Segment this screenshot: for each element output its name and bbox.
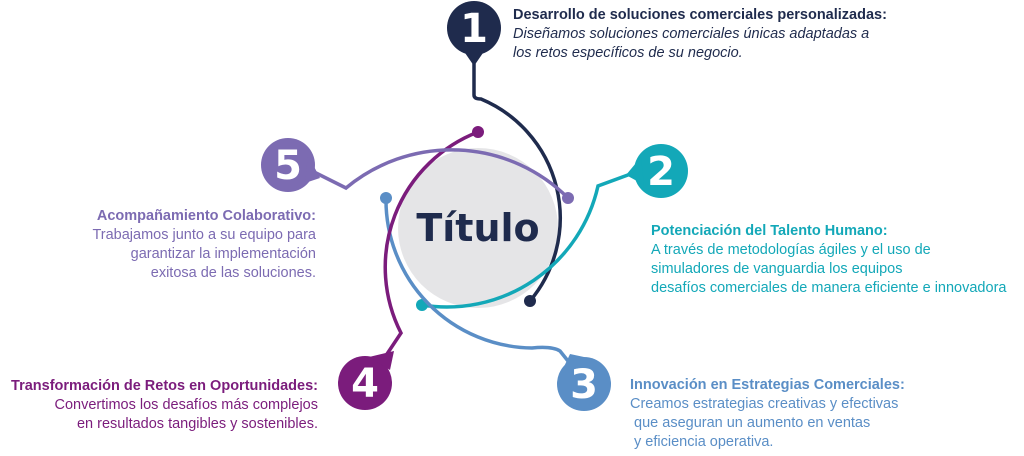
item-2-heading: Potenciación del Talento Humano: [651,223,888,239]
item-2-line-3: desafíos comerciales de manera eficiente… [651,280,1007,296]
marker-3-number: 3 [570,362,598,408]
item-1-line-2: los retos específicos de su negocio. [513,45,743,61]
item-5-heading: Acompañamiento Colaborativo: [96,208,316,224]
marker-2: 2 [626,144,688,198]
item-1-line-1: Diseñamos soluciones comerciales únicas … [513,26,870,42]
marker-1: 1 [447,1,501,66]
item-5-line-1: Trabajamos junto a su equipo para [92,227,316,243]
marker-5: 5 [261,138,320,192]
marker-4-number: 4 [351,361,379,407]
item-3-line-2: que aseguran un aumento en ventas [630,415,871,431]
ring-3-arc [384,196,578,373]
item-5-line-3: exitosa de las soluciones. [150,265,316,281]
item-4-heading: Transformación de Retos en Oportunidades… [11,378,318,394]
marker-1-number: 1 [460,6,488,52]
center-circle [398,148,558,308]
item-3-line-1: Creamos estrategias creativas y efectiva… [630,396,899,412]
marker-5-number: 5 [274,143,302,189]
item-5-line-2: garantizar la implementación [130,246,316,262]
item-3-heading: Innovación en Estrategias Comerciales: [630,377,905,393]
marker-2-number: 2 [647,149,675,195]
item-4-line-1: Convertimos los desafíos más complejos [54,397,318,413]
marker-4: 4 [338,351,394,410]
center-title: Título [416,206,539,250]
ring-5-end-dot [562,192,574,204]
ring-4-end-dot [472,126,484,138]
item-3-line-3: y eficiencia operativa. [630,434,774,450]
marker-3: 3 [557,354,611,411]
item-1-heading: Desarrollo de soluciones comerciales per… [513,7,887,23]
item-3-text: Innovación en Estrategias Comerciales: C… [630,376,905,452]
ring-1-end-dot [524,295,536,307]
ring-3-end-dot [380,192,392,204]
item-4-text: Transformación de Retos en Oportunidades… [11,377,318,434]
ring-1-arc [472,62,562,303]
item-5-text: Acompañamiento Colaborativo: Trabajamos … [92,207,316,283]
item-2-text: Potenciación del Talento Humano: A travé… [651,222,1006,298]
item-1-text: Desarrollo de soluciones comerciales per… [513,6,887,63]
ring-5-arc [312,148,570,200]
item-2-line-2: simuladores de vanguardia los equipos [651,261,903,277]
ring-2-arc [420,170,638,309]
item-2-line-1: A través de metodologías ágiles y el uso… [651,242,931,258]
item-4-line-2: en resultados tangibles y sostenibles. [76,416,318,432]
